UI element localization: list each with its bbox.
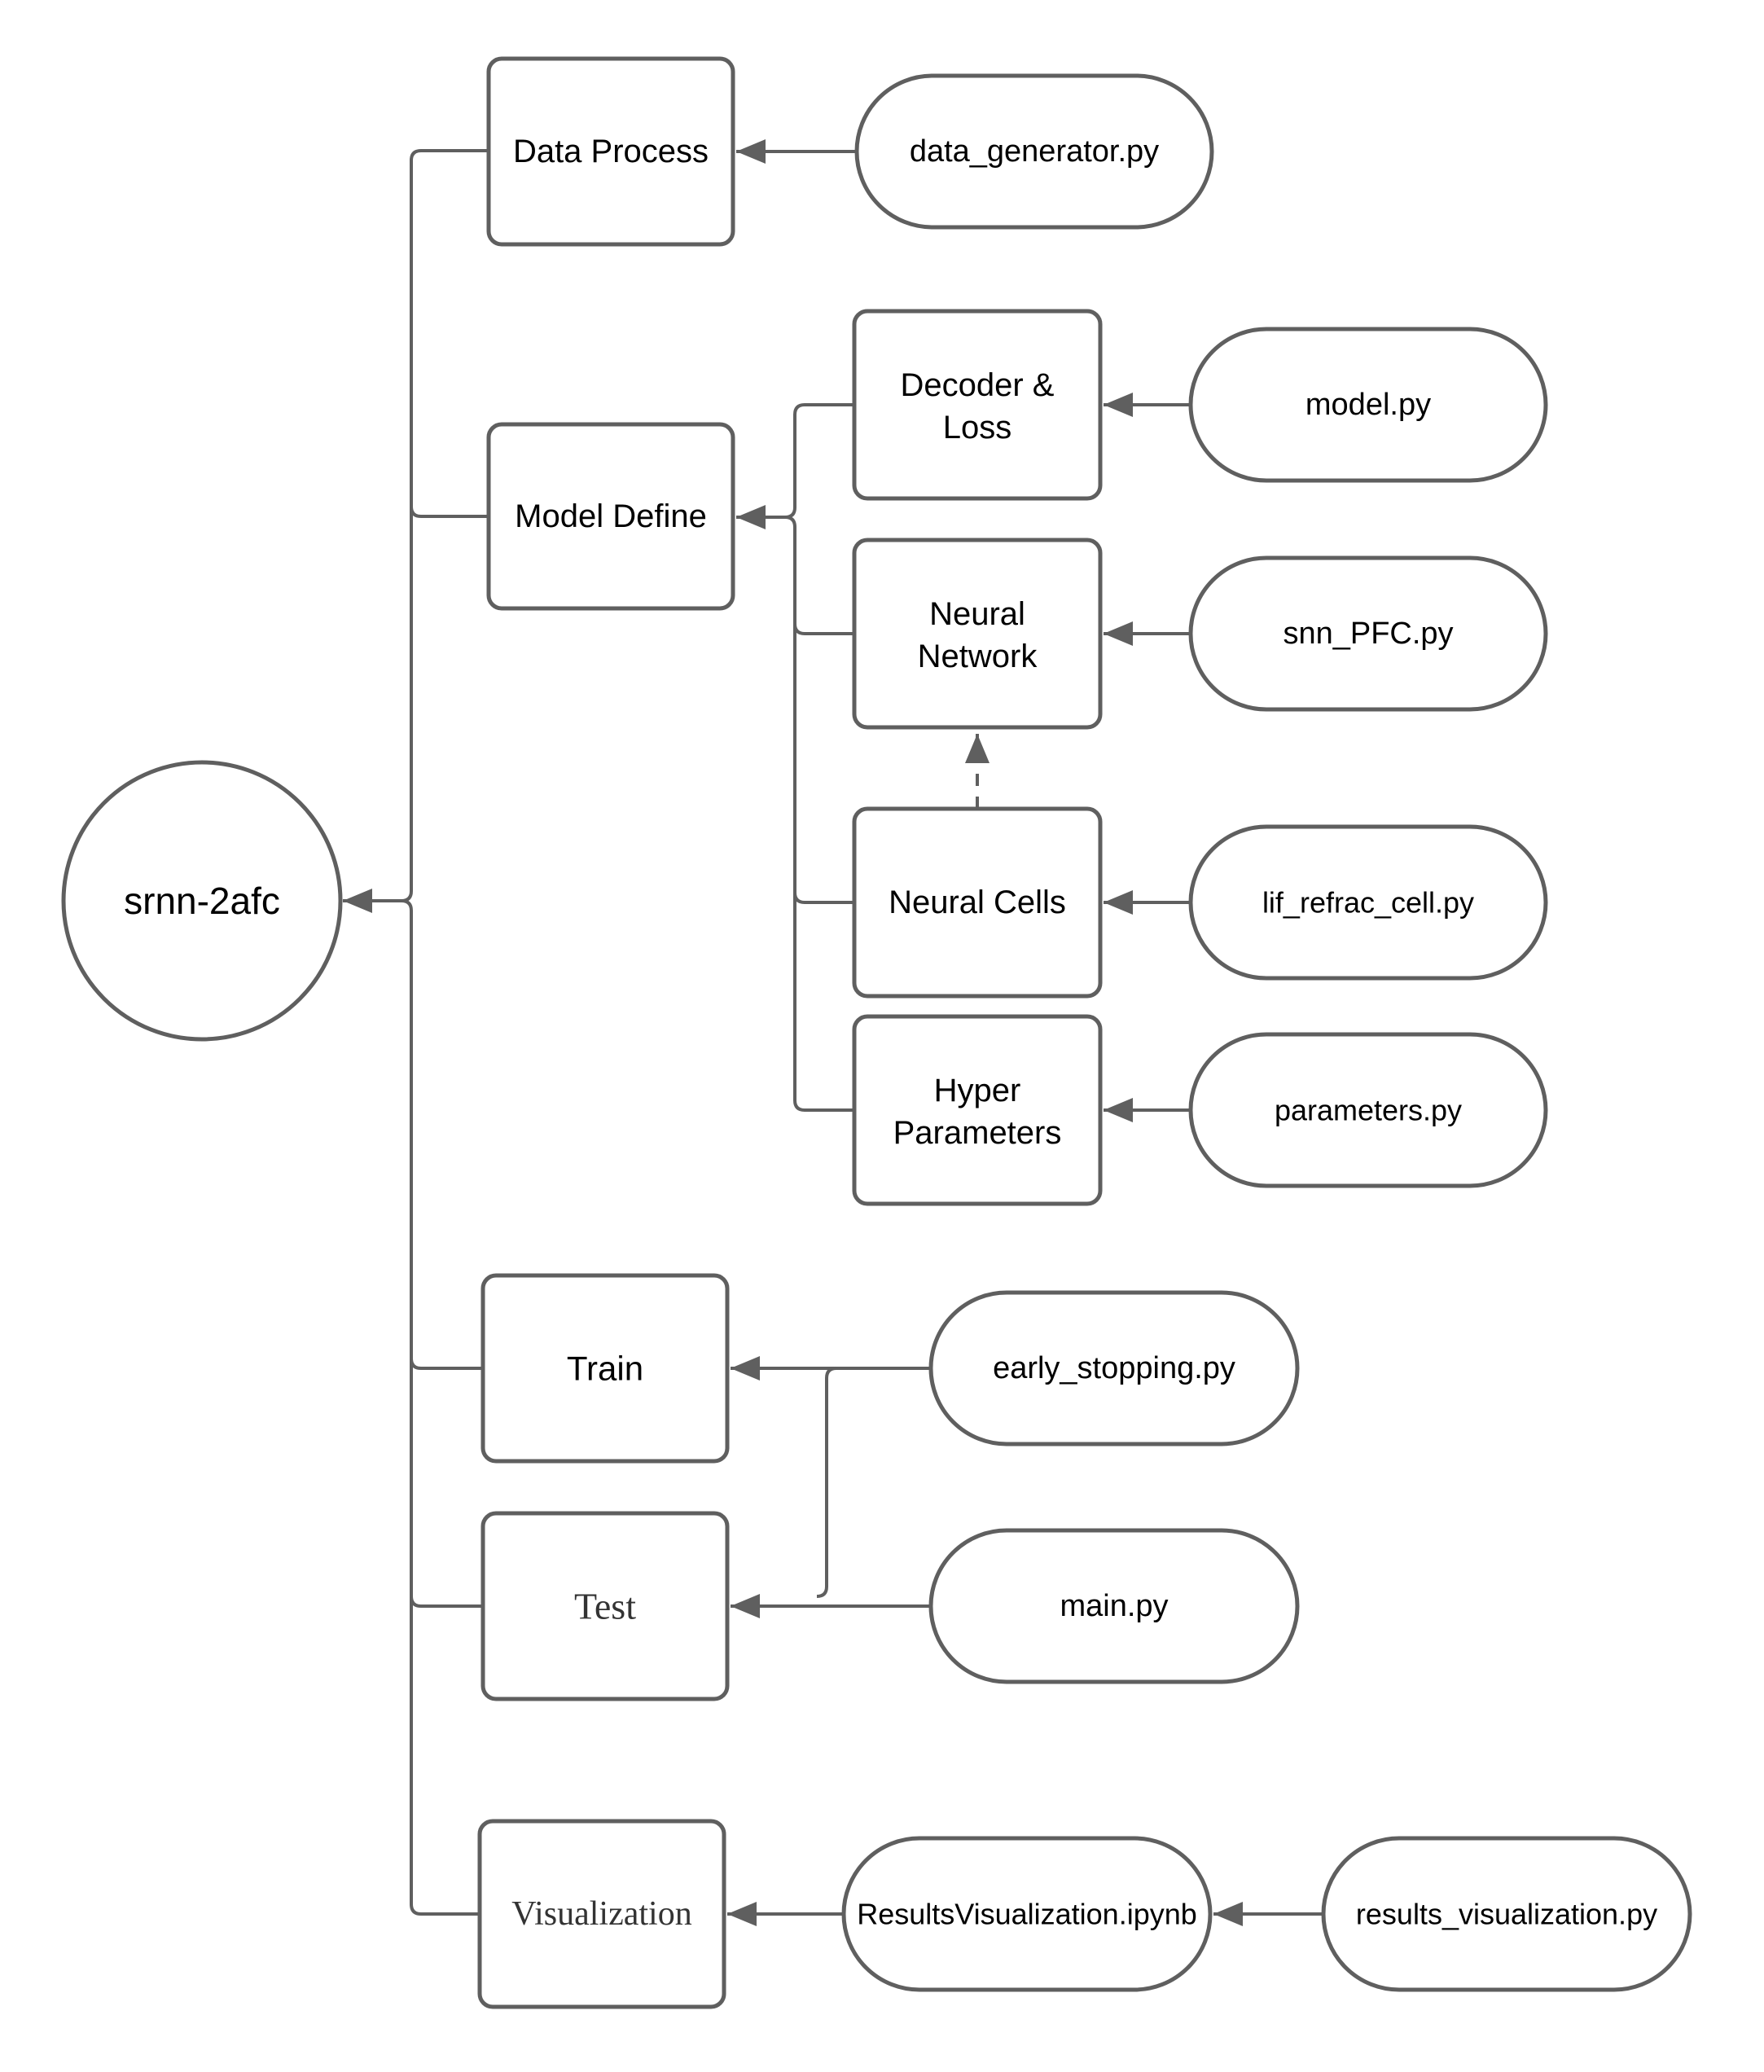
edge-subtrunk-to-model-define — [736, 403, 854, 529]
main-capsule — [928, 1528, 1300, 1684]
edge-subtrunk-to-neural-cells — [793, 892, 854, 904]
visualization-label: Visualization — [511, 1895, 691, 1933]
parameters-capsule — [1188, 1032, 1548, 1188]
file-early-stopping: early_stopping.py — [928, 1290, 1300, 1446]
early-stopping-label: early_stopping.py — [993, 1351, 1235, 1385]
file-data-generator: data_generator.py — [854, 73, 1214, 230]
file-results-visualization-py: results_visualization.py — [1321, 1836, 1692, 1992]
test-box — [480, 1511, 730, 1701]
decoder-loss-label-line1: Decoder & — [901, 367, 1055, 403]
edge-subtrunk-to-neural-network — [793, 623, 854, 635]
data-process-box — [486, 56, 735, 247]
file-parameters: parameters.py — [1188, 1032, 1548, 1188]
file-results-visualization-ipynb: ResultsVisualization.ipynb — [841, 1836, 1213, 1992]
early-stopping-capsule — [928, 1290, 1300, 1446]
model-define-label: Model Define — [515, 498, 707, 534]
snn-pfc-capsule — [1188, 555, 1548, 712]
node-visualization: Visualization — [477, 1819, 726, 2009]
edges — [343, 139, 1323, 1926]
train-label: Train — [567, 1350, 643, 1388]
edge-trunk-to-train — [410, 1358, 483, 1370]
decoder-loss-label-line2: Loss — [943, 410, 1012, 446]
parameters-label: parameters.py — [1275, 1094, 1462, 1127]
node-train: Train — [480, 1273, 730, 1464]
lif-refrac-cell-capsule — [1188, 824, 1548, 981]
edge-trunk-to-visualization — [401, 899, 480, 1916]
decoder-loss-box — [852, 309, 1103, 501]
edge-trunk-to-model-define — [410, 506, 489, 518]
snn-pfc-label: snn_PFC.py — [1283, 617, 1453, 651]
model-capsule — [1188, 327, 1548, 483]
node-root: srnn-2afc — [61, 760, 343, 1042]
main-label: main.py — [1060, 1589, 1168, 1623]
file-snn-pfc: snn_PFC.py — [1188, 555, 1548, 712]
model-label: model.py — [1305, 388, 1431, 422]
edge-trunk-to-root — [343, 149, 489, 913]
hyper-parameters-label-line1: Hyper — [934, 1073, 1021, 1108]
data-generator-capsule — [854, 73, 1214, 230]
neural-cells-box — [852, 806, 1103, 999]
results-visualization-py-capsule — [1321, 1836, 1692, 1992]
results-visualization-py-label: results_visualization.py — [1356, 1898, 1657, 1931]
neural-cells-label: Neural Cells — [889, 885, 1066, 920]
root-circle — [61, 760, 343, 1042]
node-test: Test — [480, 1511, 730, 1701]
hyper-parameters-label-line2: Parameters — [893, 1115, 1062, 1151]
edge-subtrunk-lower — [784, 516, 854, 1112]
node-data-process: Data Process — [486, 56, 735, 247]
edge-train-test-riser — [816, 1367, 837, 1598]
visualization-box — [477, 1819, 726, 2009]
lif-refrac-cell-label: lif_refrac_cell.py — [1262, 886, 1474, 920]
neural-network-box — [852, 538, 1103, 730]
node-model-define: Model Define — [486, 422, 735, 611]
node-decoder-loss: Decoder & Loss — [852, 309, 1103, 501]
hyper-parameters-box — [852, 1014, 1103, 1206]
root-label: srnn-2afc — [124, 880, 280, 922]
node-neural-network: Neural Network — [852, 538, 1103, 730]
data-generator-label: data_generator.py — [910, 134, 1159, 169]
edge-trunk-to-test — [410, 1596, 483, 1608]
results-visualization-ipynb-capsule — [841, 1836, 1213, 1992]
train-box — [480, 1273, 730, 1464]
neural-network-label-line2: Network — [918, 639, 1038, 674]
node-neural-cells: Neural Cells — [852, 806, 1103, 999]
results-visualization-ipynb-label: ResultsVisualization.ipynb — [857, 1898, 1197, 1931]
file-main: main.py — [928, 1528, 1300, 1684]
file-lif-refrac-cell: lif_refrac_cell.py — [1188, 824, 1548, 981]
node-hyper-parameters: Hyper Parameters — [852, 1014, 1103, 1206]
model-define-box — [486, 422, 735, 611]
neural-network-label-line1: Neural — [929, 596, 1025, 632]
data-process-label: Data Process — [513, 134, 709, 169]
test-label: Test — [574, 1586, 636, 1627]
file-model: model.py — [1188, 327, 1548, 483]
